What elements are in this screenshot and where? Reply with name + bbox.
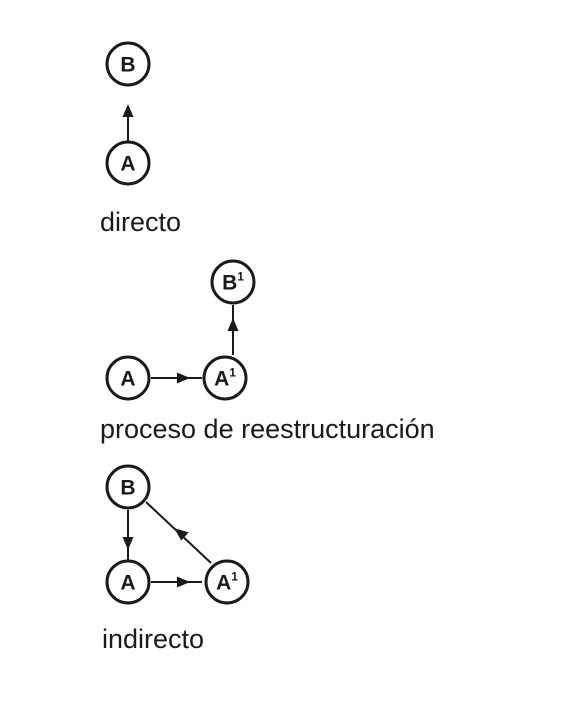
edge-a1-to-b1 <box>227 305 239 355</box>
edge-a1-to-b <box>145 501 212 564</box>
node-a: A <box>105 140 151 186</box>
edge-a-to-b <box>122 104 134 141</box>
node-a1: A1 <box>202 355 248 401</box>
caption-directo: directo <box>100 207 181 237</box>
node-a: A <box>105 355 151 401</box>
node-b: B <box>105 41 151 87</box>
diagram-indirecto: B A A1 indirecto <box>102 464 250 654</box>
caption-indirecto: indirecto <box>102 624 204 654</box>
edge-b-to-a <box>122 510 134 562</box>
svg-text:A: A <box>120 572 135 595</box>
svg-text:A: A <box>120 153 135 176</box>
node-a1: A1 <box>204 559 250 605</box>
edge-a-to-a1 <box>151 372 202 384</box>
node-b1: B1 <box>210 259 256 305</box>
caption-reestructuracion: proceso de reestructuración <box>100 414 435 444</box>
svg-text:A: A <box>120 368 135 391</box>
node-b: B <box>105 464 151 510</box>
diagram-reestructuracion: B1 A A1 proceso de reestructuración <box>100 259 435 444</box>
edge-a-to-a1 <box>151 576 202 588</box>
node-a: A <box>105 559 151 605</box>
svg-text:A1: A1 <box>214 366 236 391</box>
svg-text:B1: B1 <box>222 270 244 295</box>
svg-text:B: B <box>120 477 135 500</box>
svg-text:B: B <box>120 54 135 77</box>
svg-text:A1: A1 <box>216 570 238 595</box>
diagram-directo: B A directo <box>100 41 181 237</box>
